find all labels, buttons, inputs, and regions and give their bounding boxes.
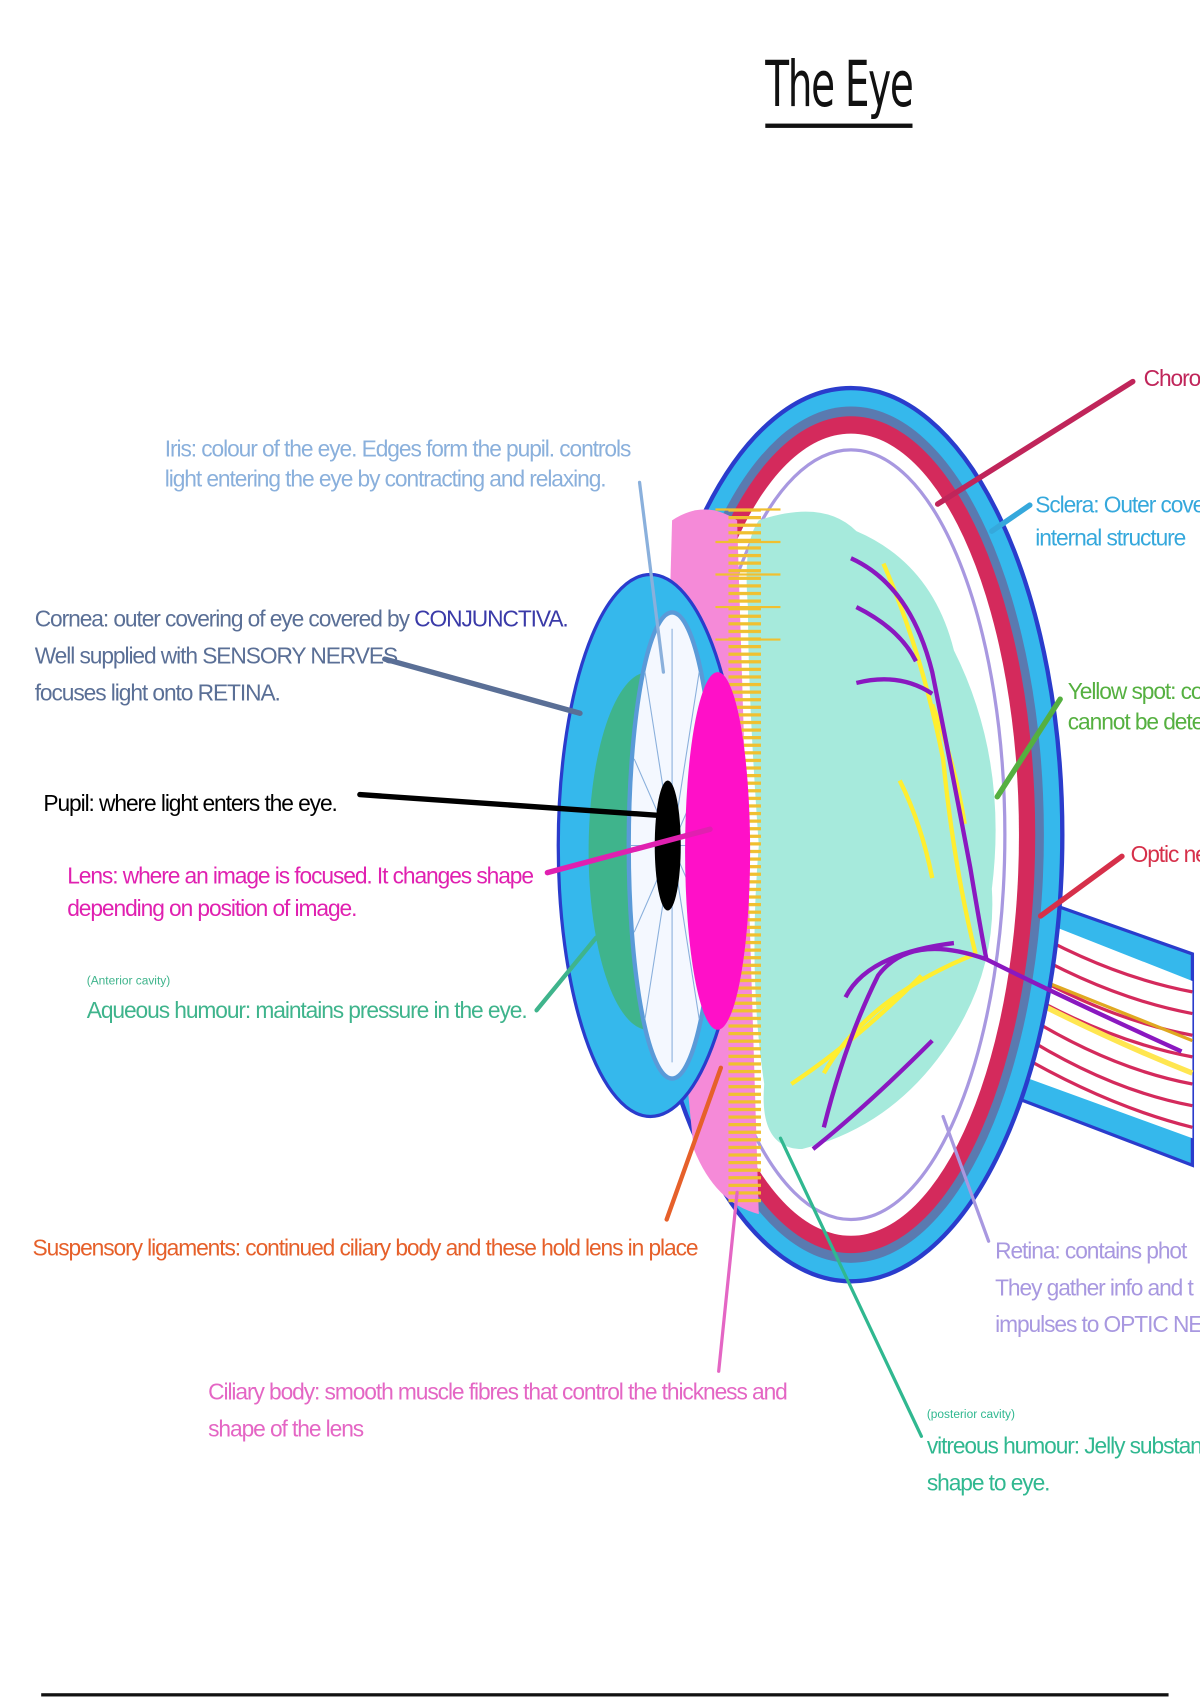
iris-label-line: light entering the eye by contracting an… xyxy=(164,467,607,493)
retina-label-line: They gather info and t xyxy=(995,1275,1194,1301)
iris-label: Iris: colour of the eye. Edges form the … xyxy=(164,431,632,498)
yellow-spot-label-line: Yellow spot: cor xyxy=(1067,679,1200,705)
vitreous-label-line: vitreous humour: Jelly substan xyxy=(926,1434,1200,1460)
bottom-divider xyxy=(41,1693,1169,1697)
leader-lines xyxy=(357,378,1136,1438)
cornea-label-line: focuses light onto RETINA. xyxy=(34,680,281,706)
anterior-cavity-note: (Anterior cavity) xyxy=(86,974,171,988)
cornea-label-line: Well supplied with SENSORY NERVES. xyxy=(34,643,404,669)
cornea-label-text: Cornea: outer covering of eye covered by xyxy=(34,607,415,632)
lens xyxy=(685,672,751,1030)
iris-label-line: Iris: colour of the eye. Edges form the … xyxy=(164,436,632,462)
retina-label: Retina: contains phot They gather info a… xyxy=(995,1234,1200,1345)
choroid-label: Choroi xyxy=(1143,366,1200,392)
ciliary-label-line: Ciliary body: smooth muscle fibres that … xyxy=(208,1379,788,1405)
conjunctiva-term: CONJUNCTIVA. xyxy=(414,607,569,632)
vitreous-humour-label: vitreous humour: Jelly substan shape to … xyxy=(927,1429,1200,1503)
vitreous-label-line: shape to eye. xyxy=(926,1470,1051,1496)
sclera-label: Sclera: Outer cove internal structure xyxy=(1035,488,1200,557)
retina-label-line: impulses to OPTIC NER xyxy=(995,1312,1200,1338)
ciliary-body-label: Ciliary body: smooth muscle fibres that … xyxy=(208,1375,788,1449)
ciliary-label-line: shape of the lens xyxy=(208,1416,364,1442)
lens-label-line: depending on position of image. xyxy=(67,896,357,922)
yellow-spot-label-line: cannot be detec xyxy=(1067,710,1200,735)
blood-vessels-purple xyxy=(811,556,1183,1151)
page-title: The Eye xyxy=(765,46,914,128)
lens-label: Lens: where an image is focused. It chan… xyxy=(67,859,534,928)
aqueous-humour-label: Aqueous humour: maintains pressure in th… xyxy=(86,998,528,1024)
lens-label-line: Lens: where an image is focused. It chan… xyxy=(67,863,534,889)
suspensory-ligaments-label: Suspensory ligaments: continued ciliary … xyxy=(32,1235,699,1261)
optic-nerve-label: Optic ne xyxy=(1130,842,1200,868)
yellow-spot-label: Yellow spot: cor cannot be detec xyxy=(1068,674,1200,741)
sclera-label-line: Sclera: Outer cove xyxy=(1035,493,1200,519)
pupil-label: Pupil: where light enters the eye. xyxy=(43,791,338,817)
retina-label-line: Retina: contains phot xyxy=(995,1239,1187,1264)
blood-vessels-yellow xyxy=(790,562,978,1086)
sclera-label-line: internal structure xyxy=(1035,525,1186,551)
posterior-cavity-note: (posterior cavity) xyxy=(926,1408,1015,1422)
cornea-label: Cornea: outer covering of eye covered by… xyxy=(34,602,569,713)
pupil xyxy=(654,780,681,911)
